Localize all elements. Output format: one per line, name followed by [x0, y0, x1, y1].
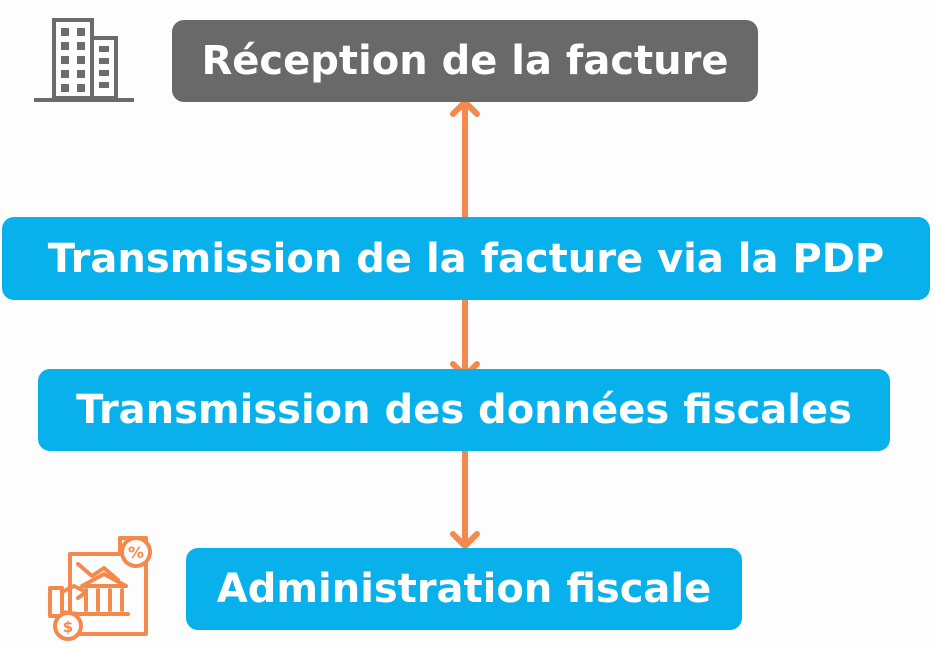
pdp-transmission-step-label: Transmission de la facture via la PDP	[47, 235, 885, 282]
tax-administration-icon: % $	[48, 536, 152, 641]
building-icon	[34, 18, 134, 102]
percent-symbol: %	[128, 543, 144, 562]
arrowhead-down-2	[450, 531, 480, 549]
dollar-symbol: $	[63, 618, 73, 636]
fiscal-data-step-box: Transmission des données fiscales	[38, 369, 890, 451]
reception-step-box: Réception de la facture	[172, 20, 758, 102]
fiscal-data-step-label: Transmission des données fiscales	[76, 387, 852, 433]
arrowhead-up	[450, 99, 480, 117]
tax-administration-step-box: Administration fiscale	[186, 548, 742, 630]
pdp-transmission-step-box: Transmission de la facture via la PDP	[2, 217, 930, 300]
tax-administration-step-label: Administration fiscale	[216, 566, 712, 612]
reception-step-label: Réception de la facture	[201, 38, 729, 84]
